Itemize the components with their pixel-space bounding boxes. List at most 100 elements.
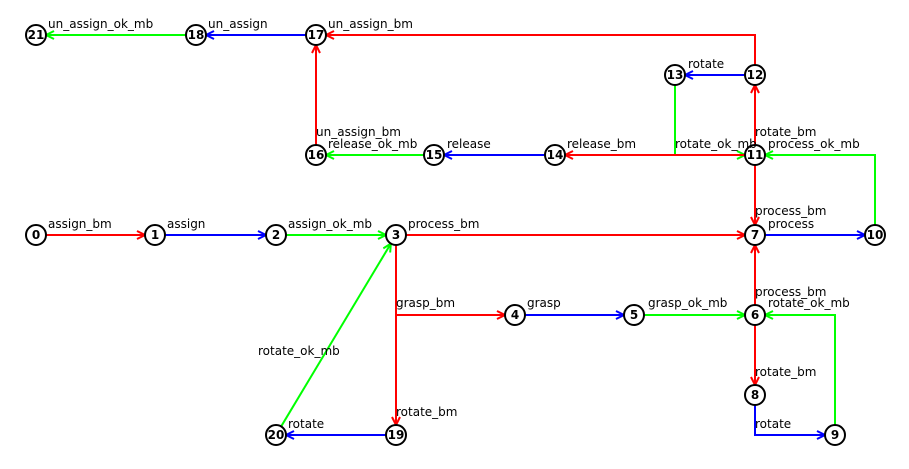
edge-label-2-to-3: assign_ok_mb [288, 217, 372, 231]
state-node-21: 21 [25, 24, 47, 46]
edge-label-7-to-10: process [768, 217, 814, 231]
state-node-label: 16 [308, 148, 325, 162]
state-node-label: 17 [308, 28, 325, 42]
edge-label-5-to-6: grasp_ok_mb [648, 296, 727, 310]
state-node-12: 12 [744, 64, 766, 86]
edge-label-11-to-14: release_bm [567, 137, 636, 151]
state-node-label: 13 [667, 68, 684, 82]
state-node-circle [504, 304, 526, 326]
state-node-circle [305, 144, 327, 166]
edge-label-19-to-20: rotate [288, 417, 324, 431]
state-node-1: 1 [144, 224, 166, 246]
state-node-9: 9 [824, 424, 846, 446]
edge-label-13-to-11: rotate_ok_mb [675, 137, 757, 151]
state-node-circle [305, 24, 327, 46]
state-node-14: 14 [544, 144, 566, 166]
state-node-circle [623, 304, 645, 326]
state-node-label: 1 [151, 228, 159, 242]
edge-label-14-to-15: release [447, 137, 491, 151]
edge-label-11-to-12: rotate_bm [755, 125, 816, 139]
state-node-label: 15 [426, 148, 443, 162]
state-node-circle [744, 64, 766, 86]
state-node-circle [25, 224, 47, 246]
edge-label-10-to-11: process_ok_mb [768, 137, 860, 151]
state-node-17: 17 [305, 24, 327, 46]
edge-label-3-to-4: grasp_bm [396, 296, 455, 310]
state-node-circle [864, 224, 886, 246]
state-node-circle [544, 144, 566, 166]
state-node-circle [25, 24, 47, 46]
state-node-19: 19 [385, 424, 407, 446]
edge-12-to-17 [326, 35, 756, 65]
edge-10-to-11 [765, 155, 876, 225]
state-node-label: 14 [547, 148, 564, 162]
edge-labels-layer: assign_bm assign assign_ok_mb process_bmgra… [48, 17, 860, 431]
state-node-label: 10 [867, 228, 884, 242]
edge-label-8-to-9: rotate [755, 417, 791, 431]
state-node-circle [664, 64, 686, 86]
state-node-4: 4 [504, 304, 526, 326]
state-node-11: 11 [744, 144, 766, 166]
edge-label-3-to-19: rotate_bm [396, 405, 457, 419]
state-node-circle [385, 424, 407, 446]
state-node-13: 13 [664, 64, 686, 86]
edge-label-6-to-7: process_bm [755, 285, 826, 299]
state-node-label: 0 [32, 228, 40, 242]
state-node-label: 19 [388, 428, 405, 442]
state-node-label: 5 [630, 308, 638, 322]
edges-layer [46, 35, 876, 435]
state-node-circle [423, 144, 445, 166]
state-node-2: 2 [265, 224, 287, 246]
state-node-16: 16 [305, 144, 327, 166]
edge-label-1-to-2: assign [167, 217, 205, 231]
state-node-20: 20 [265, 424, 287, 446]
state-node-label: 8 [751, 388, 759, 402]
state-node-3: 3 [385, 224, 407, 246]
edge-label-15-to-16: release_ok_mb [328, 137, 417, 151]
edge-label-12-to-13: rotate [688, 57, 724, 71]
state-node-0: 0 [25, 224, 47, 246]
edge-label-18-to-21: un_assign_ok_mb [48, 17, 153, 31]
state-node-label: 7 [751, 228, 759, 242]
state-node-5: 5 [623, 304, 645, 326]
edge-label-0-to-1: assign_bm [48, 217, 112, 231]
state-node-label: 2 [272, 228, 280, 242]
state-node-8: 8 [744, 384, 766, 406]
state-node-15: 15 [423, 144, 445, 166]
edge-8-to-9 [754, 405, 825, 435]
edge-label-16-to-17: un_assign_bm [316, 125, 401, 139]
state-node-label: 3 [392, 228, 400, 242]
state-node-circle [824, 424, 846, 446]
edge-20-to-3 [280, 244, 391, 427]
edge-label-3-to-7: process_bm [408, 217, 479, 231]
state-node-circle [744, 384, 766, 406]
state-node-circle [144, 224, 166, 246]
state-node-label: 9 [831, 428, 839, 442]
state-node-label: 6 [751, 308, 759, 322]
state-node-label: 21 [28, 28, 45, 42]
state-node-circle [744, 304, 766, 326]
state-node-7: 7 [744, 224, 766, 246]
state-node-label: 20 [268, 428, 285, 442]
edge-label-9-to-6: rotate_ok_mb [768, 296, 850, 310]
state-node-circle [744, 144, 766, 166]
state-node-circle [185, 24, 207, 46]
state-node-18: 18 [185, 24, 207, 46]
state-node-label: 4 [511, 308, 519, 322]
edge-label-20-to-3: rotate_ok_mb [258, 344, 340, 358]
edge-label-4-to-5: grasp [527, 296, 561, 310]
state-node-6: 6 [744, 304, 766, 326]
state-node-10: 10 [864, 224, 886, 246]
state-node-label: 18 [188, 28, 205, 42]
edge-label-17-to-18: un_assign [208, 17, 268, 31]
edge-9-to-6 [765, 315, 836, 425]
edge-label-6-to-8: rotate_bm [755, 365, 816, 379]
state-node-circle [265, 424, 287, 446]
state-node-circle [744, 224, 766, 246]
state-node-label: 12 [747, 68, 764, 82]
edge-label-12-to-17: un_assign_bm [328, 17, 413, 31]
edge-label-11-to-7: process_bm [755, 204, 826, 218]
state-node-circle [385, 224, 407, 246]
